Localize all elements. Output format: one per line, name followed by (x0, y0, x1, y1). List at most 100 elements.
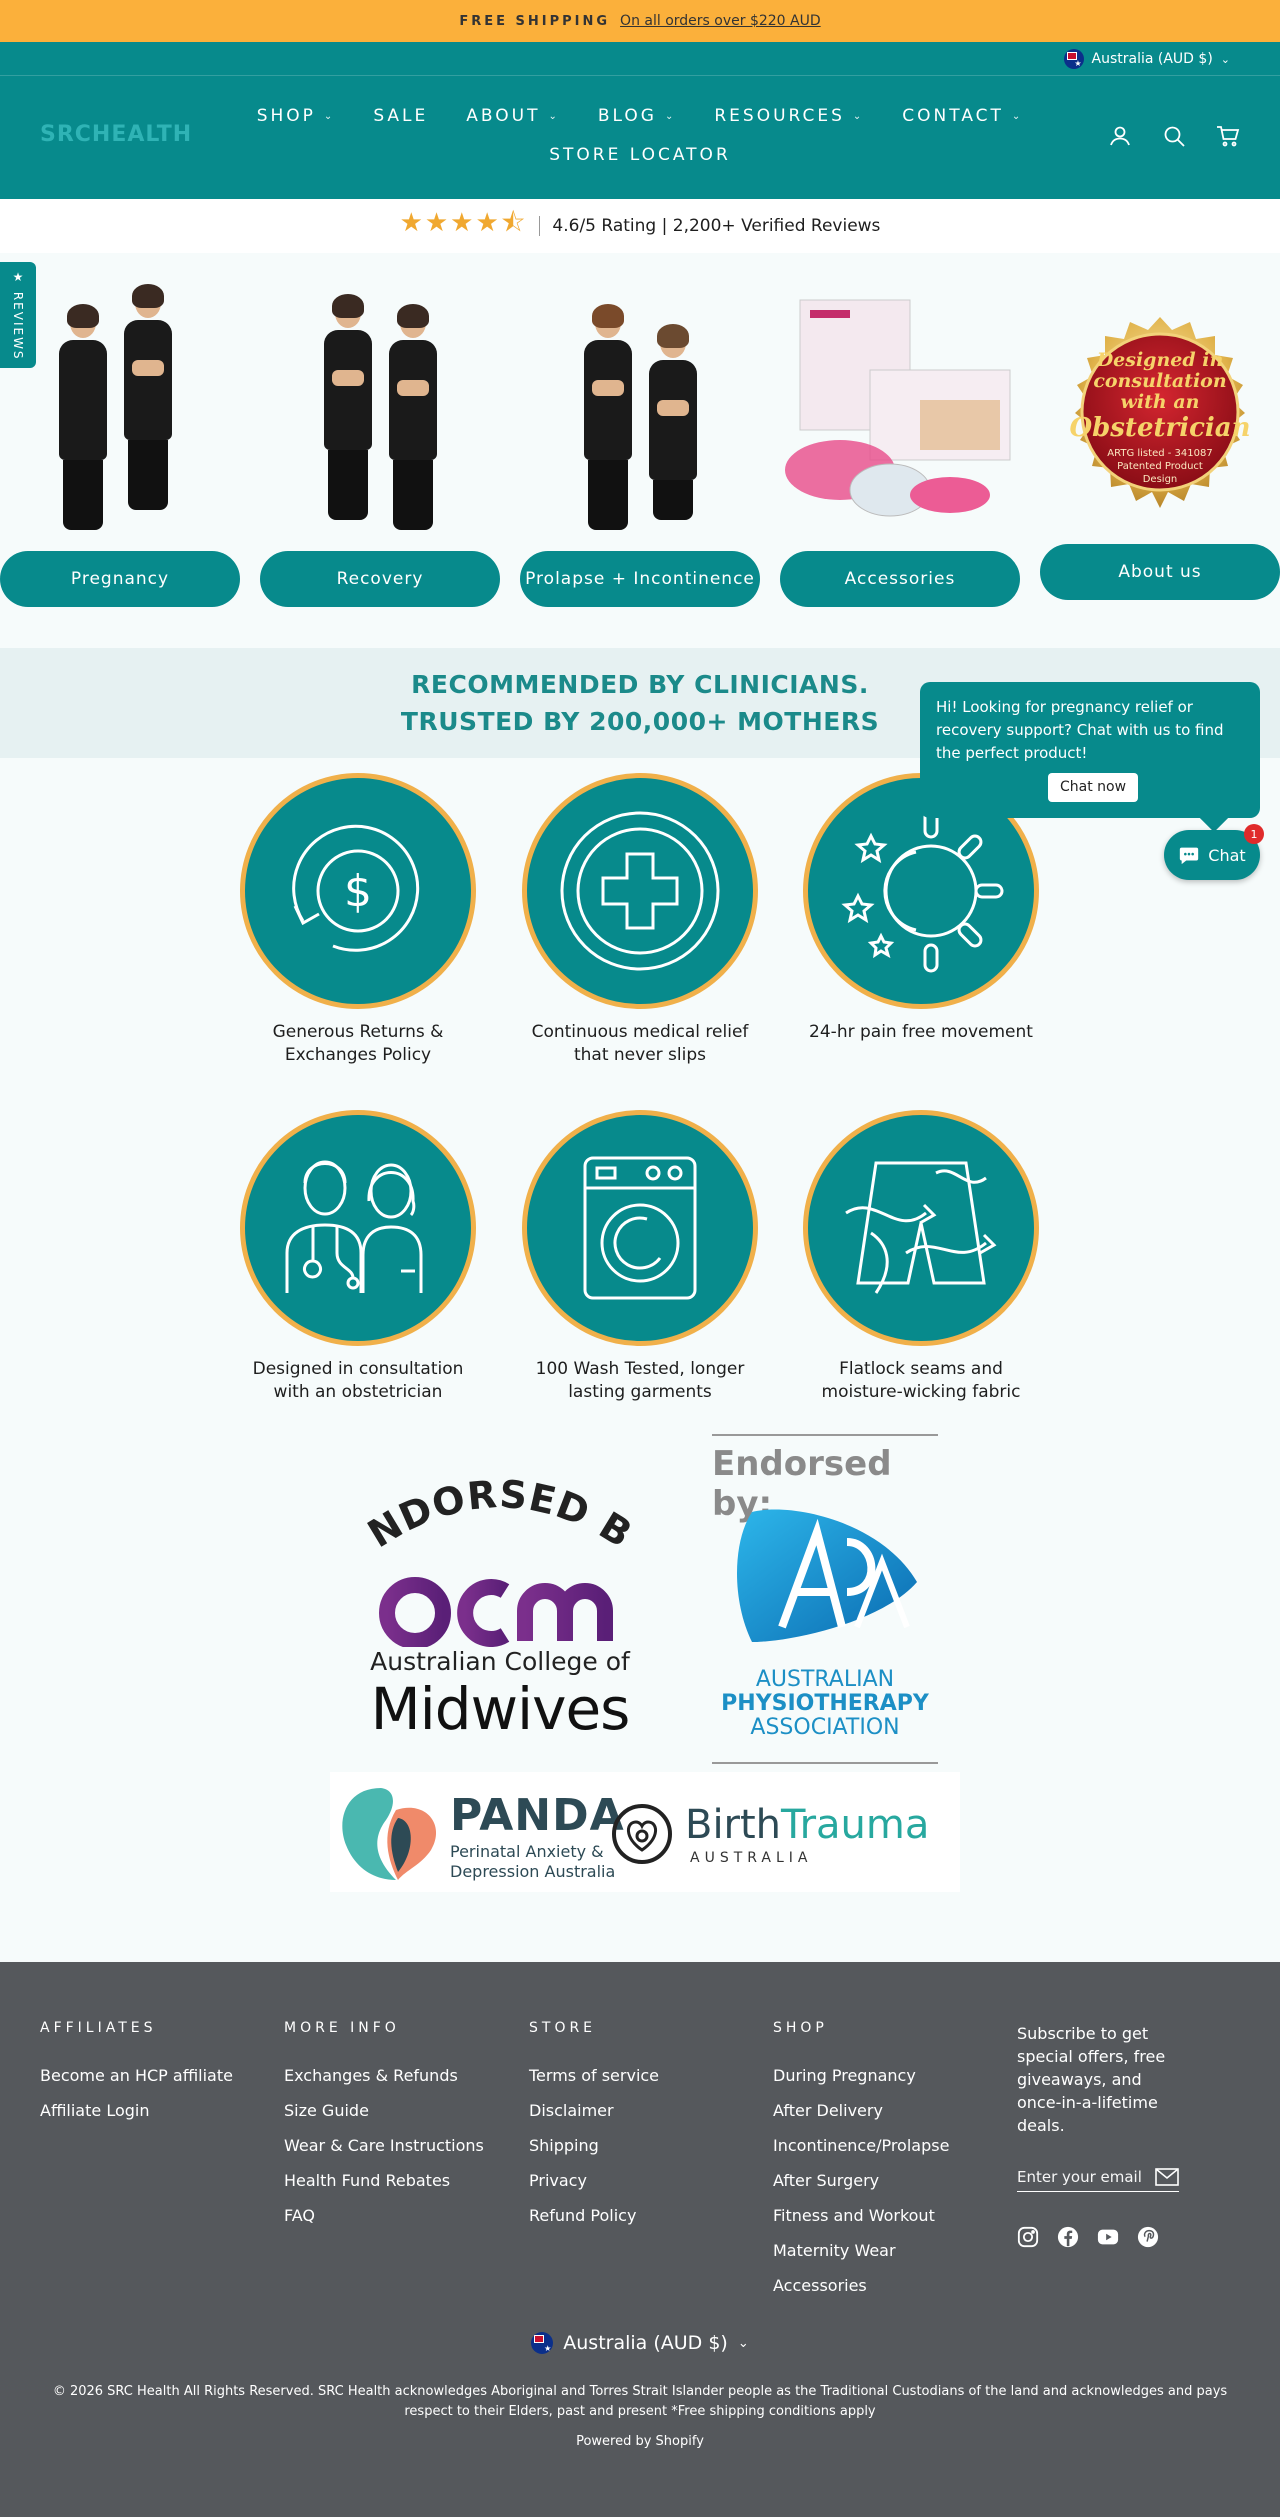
panda-subtitle-2: Depression Australia (450, 1862, 616, 1881)
category-button-recovery[interactable]: Recovery (260, 551, 500, 607)
apa-endorsement[interactable]: Endorsed by: AUSTRALIAN PHYSIOTHERAPY AS… (712, 1434, 938, 1764)
footer-heading: MORE INFO (284, 2020, 400, 2036)
category-button-pregnancy[interactable]: Pregnancy (0, 551, 240, 607)
rating-bar[interactable]: ★★★★⯪ 4.6/5 Rating | 2,200+ Verified Rev… (0, 199, 1280, 253)
footer-link[interactable]: Terms of service (529, 2066, 660, 2085)
obstetrician-badge: Designed in consultation with an Obstetr… (1040, 290, 1280, 540)
feature-label-line-2: moisture-wicking fabric (821, 1382, 1021, 1402)
feature-label-line-1: 100 Wash Tested, longer (535, 1359, 745, 1379)
youtube-icon[interactable] (1097, 2226, 1119, 2248)
search-icon[interactable] (1162, 124, 1186, 148)
footer-link[interactable]: During Pregnancy (773, 2066, 916, 2085)
reviews-side-tab[interactable]: ★ REVIEWS (0, 262, 36, 368)
instagram-icon[interactable] (1017, 2226, 1039, 2248)
cart-icon[interactable] (1216, 124, 1240, 148)
badge-line-3: with an (1120, 391, 1200, 413)
nav-item-shop[interactable]: SHOP⌄ (257, 106, 336, 126)
nav-item-label: RESOURCES (714, 106, 845, 126)
acm-endorsement[interactable]: ENDORSED BY Australian College of Midwiv… (350, 1455, 650, 1745)
subscribe-text: Subscribe to get special offers, free gi… (1017, 2024, 1166, 2135)
category-pregnancy[interactable] (0, 284, 240, 540)
chat-unread-badge: 1 (1244, 824, 1264, 844)
footer-link[interactable]: Become an HCP affiliate (40, 2066, 233, 2085)
category-accessories[interactable] (780, 290, 1020, 540)
announcement-link[interactable]: On all orders over $220 AUD (620, 13, 821, 29)
badge-line-1: Designed in (1096, 349, 1224, 371)
footer-country-selector[interactable]: Australia (AUD $) ⌄ (0, 2332, 1280, 2354)
feature-returns: $ Generous Returns & Exchanges Policy (218, 773, 498, 1067)
chevron-down-icon: ⌄ (664, 110, 677, 122)
footer-link[interactable]: Fitness and Workout (773, 2206, 935, 2225)
badge-seal-icon (1075, 317, 1245, 508)
feature-label-line-1: Flatlock seams and (839, 1359, 1003, 1379)
feature-circle (522, 773, 758, 1009)
badge-line-4: Obstetrician (1069, 413, 1251, 443)
feature-label-line-1: Generous Returns & (272, 1022, 444, 1042)
nav-item-resources[interactable]: RESOURCES⌄ (714, 106, 864, 126)
footer-heading: STORE (529, 2020, 597, 2036)
nav-item-contact[interactable]: CONTACT⌄ (902, 106, 1023, 126)
badge-line-7: Design (1142, 474, 1178, 485)
australia-flag-icon (1063, 49, 1084, 69)
footer-link[interactable]: Exchanges & Refunds (284, 2066, 458, 2085)
chat-now-button[interactable]: Chat now (1048, 773, 1139, 802)
prolapse-product-image[interactable] (520, 290, 760, 540)
country-selector[interactable]: Australia (AUD $) ⌄ (1063, 49, 1230, 69)
footer-link[interactable]: After Surgery (773, 2171, 880, 2190)
send-mail-icon[interactable] (1155, 2167, 1179, 2187)
category-recovery[interactable] (260, 290, 500, 540)
category-button-about[interactable]: About us (1040, 544, 1280, 600)
footer-link[interactable]: Size Guide (284, 2101, 369, 2120)
footer-link[interactable]: FAQ (284, 2206, 315, 2225)
australia-flag-icon (531, 2332, 554, 2354)
panda-title: PANDA (450, 1790, 625, 1841)
apa-line-2: PHYSIOTHERAPY (721, 1691, 929, 1716)
apa-logo-icon (737, 1509, 917, 1642)
footer-link[interactable]: After Delivery (773, 2101, 883, 2120)
acm-endorsed-text: ENDORSED BY (350, 1455, 637, 1556)
footer-link[interactable]: Wear & Care Instructions (284, 2136, 484, 2155)
accessories-product-image[interactable] (780, 290, 1020, 540)
announcement-strong: FREE SHIPPING (459, 13, 611, 29)
feature-circle (522, 1110, 758, 1346)
footer-link[interactable]: Maternity Wear (773, 2241, 896, 2260)
category-about[interactable]: Designed in consultation with an Obstetr… (1040, 290, 1280, 540)
acm-logo-icon (379, 1577, 613, 1647)
category-button-prolapse[interactable]: Prolapse + Incontinence (520, 551, 760, 607)
nav-item-store-locator[interactable]: STORE LOCATOR (549, 145, 731, 165)
nav-item-sale[interactable]: SALE (373, 106, 428, 126)
footer-link[interactable]: Shipping (529, 2136, 599, 2155)
chat-launcher-button[interactable]: Chat 1 (1164, 824, 1264, 880)
footer-link[interactable]: Affiliate Login (40, 2101, 150, 2120)
sun-moon-icon (841, 809, 1004, 973)
footer-link[interactable]: Incontinence/Prolapse (773, 2136, 950, 2155)
pregnancy-product-image[interactable] (0, 284, 240, 540)
rating-text: 4.6/5 Rating | 2,200+ Verified Reviews (552, 216, 881, 236)
birth-trauma-subtitle: AUSTRALIA (690, 1850, 813, 1866)
recovery-product-image[interactable] (260, 290, 500, 540)
feature-circle (240, 1110, 476, 1346)
shorts-airflow-icon (845, 1161, 997, 1294)
category-prolapse[interactable] (520, 290, 760, 540)
category-button-accessories[interactable]: Accessories (780, 551, 1020, 607)
powered-by-link[interactable]: Powered by Shopify (576, 2434, 704, 2449)
accessories-illustration (785, 299, 1011, 517)
site-logo[interactable]: SRCHEALTH (40, 122, 193, 147)
nav-item-about[interactable]: ABOUT⌄ (466, 106, 560, 126)
birth-trauma-logo-icon (612, 1804, 672, 1864)
chevron-down-icon: ⌄ (1011, 110, 1024, 122)
acm-title: Midwives (370, 1675, 631, 1743)
nav-item-blog[interactable]: BLOG⌄ (598, 106, 676, 126)
footer-link[interactable]: Disclaimer (529, 2101, 614, 2120)
copyright-text: © 2026 SRC Health All Rights Reserved. S… (52, 2384, 1228, 2419)
footer-link[interactable]: Privacy (529, 2171, 587, 2190)
pinterest-icon[interactable] (1137, 2226, 1159, 2248)
footer-link[interactable]: Refund Policy (529, 2206, 637, 2225)
email-field[interactable]: Enter your email (1017, 2162, 1179, 2192)
acm-subtitle: Australian College of (370, 1647, 630, 1676)
footer-link[interactable]: Accessories (773, 2276, 867, 2295)
footer-link[interactable]: Health Fund Rebates (284, 2171, 451, 2190)
account-icon[interactable] (1108, 124, 1132, 148)
facebook-icon[interactable] (1057, 2226, 1079, 2248)
